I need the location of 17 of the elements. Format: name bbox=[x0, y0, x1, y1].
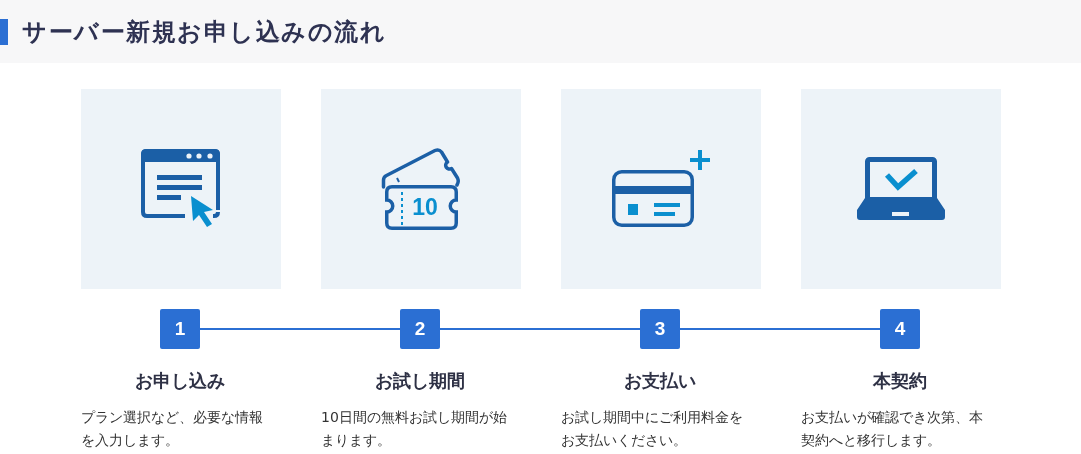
step-title: 本契約 bbox=[872, 369, 928, 393]
connector-line bbox=[199, 328, 401, 330]
connector-line bbox=[679, 328, 881, 330]
step-description: お支払いが確認でき次第、本契約へと移行します。 bbox=[801, 408, 984, 450]
step-number: 1 bbox=[160, 309, 200, 349]
step-number: 2 bbox=[400, 309, 440, 349]
step-title: お申し込み bbox=[134, 369, 226, 393]
step-number: 3 bbox=[640, 309, 680, 349]
page-title: サーバー新規お申し込みの流れ bbox=[22, 17, 386, 48]
connector-line bbox=[439, 328, 641, 330]
step-description: プラン選択など、必要な情報を入力します。 bbox=[81, 408, 264, 450]
step-title: お試し期間 bbox=[374, 369, 466, 393]
step-title: お支払い bbox=[623, 369, 697, 393]
step-description: 10日間の無料お試し期間が始まります。 bbox=[321, 408, 508, 450]
step-description: お試し期間中にご利用料金をお支払いください。 bbox=[561, 408, 744, 450]
ticket-number: 10 bbox=[412, 196, 438, 218]
step-number: 4 bbox=[880, 309, 920, 349]
